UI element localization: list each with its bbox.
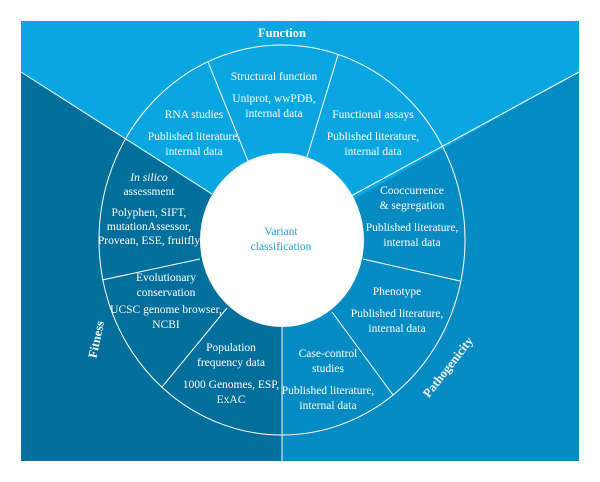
segment-source: Published literature, bbox=[281, 385, 375, 397]
outer-ring bbox=[98, 44, 466, 436]
segment-source: internal data bbox=[368, 323, 426, 335]
segment-title: RNA studies bbox=[164, 109, 224, 121]
center-label: Variant classification bbox=[251, 225, 312, 255]
segment-in-silico: In silico assessment Polyphen, SIFT, mut… bbox=[98, 171, 200, 248]
segment-source: Published literature, bbox=[326, 131, 420, 143]
segment-title: studies bbox=[312, 363, 344, 375]
segment-functional-assays: Functional assays Published literature, … bbox=[327, 108, 420, 160]
center-label-line: Variant bbox=[264, 226, 298, 238]
segment-title: conservation bbox=[136, 287, 196, 299]
segment-title: assessment bbox=[123, 186, 175, 198]
segment-source: Provean, ESE, fruitfly bbox=[97, 235, 201, 247]
segment-source: Published literature, bbox=[365, 222, 459, 234]
segment-title: Structural function bbox=[230, 71, 318, 83]
segment-rna-studies: RNA studies Published literature, intern… bbox=[148, 108, 241, 160]
segment-source: internal data bbox=[299, 400, 357, 412]
segment-title: Evolutionary bbox=[135, 272, 197, 284]
segment-source: Published literature, bbox=[147, 131, 241, 143]
segment-cooccurrence: Cooccurrence & segregation Published lit… bbox=[366, 184, 459, 251]
pathogenicity-function-divider bbox=[350, 71, 580, 197]
segment-title: & segregation bbox=[379, 200, 445, 212]
segment-source: ExAC bbox=[216, 394, 246, 406]
segment-source: Published literature, bbox=[350, 308, 444, 320]
segment-title: Cooccurrence bbox=[380, 185, 444, 197]
center-circle bbox=[200, 153, 364, 327]
segment-evolutionary-conservation: Evolutionary conservation UCSC genome br… bbox=[110, 271, 222, 333]
center-label-line: classification bbox=[250, 241, 312, 253]
segment-divider bbox=[161, 307, 228, 388]
segment-title: Functional assays bbox=[332, 109, 414, 121]
segment-source: Uniprot, wwPDB, bbox=[232, 93, 316, 105]
segment-title: In silico bbox=[130, 172, 168, 184]
segment-divider bbox=[331, 311, 394, 396]
segment-structural-function: Structural function Uniprot, wwPDB, inte… bbox=[231, 70, 318, 122]
segment-title: Population bbox=[206, 342, 256, 354]
segment-source: internal data bbox=[344, 146, 402, 158]
segment-phenotype: Phenotype Published literature, internal… bbox=[351, 285, 444, 337]
segment-source: internal data bbox=[383, 237, 441, 249]
segment-source: NCBI bbox=[152, 319, 180, 331]
fitness-function-divider bbox=[20, 71, 213, 195]
segment-divider bbox=[362, 258, 461, 282]
segment-source: internal data bbox=[165, 146, 223, 158]
segment-divider bbox=[207, 61, 249, 162]
segment-case-control: Case-control studies Published literatur… bbox=[282, 347, 375, 414]
fitness-background bbox=[21, 72, 282, 461]
segment-divider bbox=[101, 258, 201, 281]
segment-source: UCSC genome browser, bbox=[110, 304, 222, 316]
segment-source: 1000 Genomes, ESP, bbox=[182, 379, 280, 391]
segment-divider bbox=[306, 54, 339, 158]
pathogenicity-background bbox=[282, 72, 579, 461]
segment-title: Case-control bbox=[298, 348, 358, 360]
segment-title: Phenotype bbox=[372, 286, 422, 298]
category-function: Function bbox=[258, 26, 306, 40]
segment-source: mutationAssessor, bbox=[106, 221, 192, 233]
segment-title: frequency data bbox=[196, 357, 266, 369]
segment-source: internal data bbox=[245, 108, 303, 120]
segment-source: Polyphen, SIFT, bbox=[111, 207, 187, 219]
segment-population-frequency: Population frequency data 1000 Genomes, … bbox=[183, 341, 279, 408]
